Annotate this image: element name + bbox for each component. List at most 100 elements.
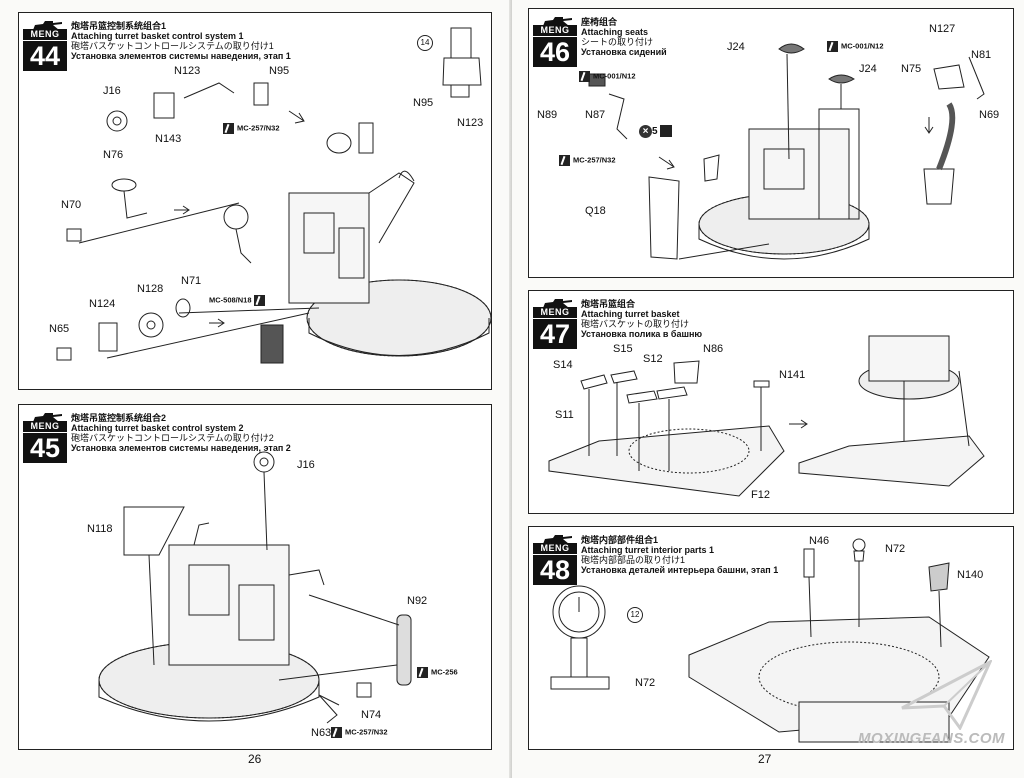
part-label: N70 xyxy=(61,199,82,211)
paint-code: MC-001/N12 xyxy=(841,41,884,51)
part-label: N141 xyxy=(779,369,806,381)
repeat-count: ×5 xyxy=(639,125,672,138)
part-label: S12 xyxy=(643,353,663,365)
part-label: N76 xyxy=(103,149,124,161)
paint-chip: MC-257/N32 xyxy=(559,155,616,166)
step-title: 炮塔内部部件组合1 Attaching turret interior part… xyxy=(581,535,778,575)
hand-icon xyxy=(659,125,672,138)
part-label: J24 xyxy=(859,63,877,75)
step-title: 炮塔吊篮组合 Attaching turret basket 砲塔バスケットの取… xyxy=(581,299,702,339)
part-label: N87 xyxy=(585,109,606,121)
step-44-badge: MENG 44 xyxy=(23,19,67,71)
title-jp: 砲塔バスケットコントロールシステムの取り付け1 xyxy=(71,41,274,51)
part-label: N127 xyxy=(929,23,956,35)
paint-code: MC-001/N12 xyxy=(593,71,636,81)
tank-icon xyxy=(33,413,62,422)
step-48: MENG 48 炮塔内部部件组合1 Attaching turret inter… xyxy=(528,526,1014,750)
title-jp: 砲塔バスケットの取り付け xyxy=(581,319,690,329)
step-45-badge: MENG 45 xyxy=(23,411,67,463)
title-jp: 砲塔内部部品の取り付け1 xyxy=(581,555,686,565)
part-label: S14 xyxy=(553,359,573,371)
part-label: N65 xyxy=(49,323,70,335)
part-label: N95 xyxy=(413,97,434,109)
multiply-icon: × xyxy=(639,125,652,138)
tank-icon xyxy=(33,21,62,30)
tank-icon xyxy=(543,535,572,544)
part-label: F12 xyxy=(751,489,770,501)
part-label: N72 xyxy=(635,677,656,689)
step-44-illustration xyxy=(56,27,491,364)
part-label: N74 xyxy=(361,709,382,721)
paint-icon xyxy=(559,155,570,166)
step-46-badge: MENG 46 xyxy=(533,15,577,67)
title-ru: Установка полика в башню xyxy=(581,329,703,339)
paint-icon xyxy=(223,123,234,134)
step-45: MENG 45 炮塔吊篮控制系统组合2 Attaching turret bas… xyxy=(18,404,492,750)
paint-code: MC-257/N32 xyxy=(345,727,388,737)
brand-logo: MENG xyxy=(533,25,577,36)
step-title: 炮塔吊篮控制系统组合1 Attaching turret basket cont… xyxy=(71,21,291,61)
part-label: N86 xyxy=(703,343,724,355)
title-cn: 炮塔吊篮控制系统组合1 xyxy=(71,21,167,31)
paint-chip: MC-257/N32 xyxy=(331,727,388,738)
paint-chip: MC-508/N18 xyxy=(209,295,268,306)
page-number: 26 xyxy=(248,752,262,766)
part-label: N89 xyxy=(537,109,558,121)
part-label: N69 xyxy=(979,109,1000,121)
title-jp: 砲塔バスケットコントロールシステムの取り付け2 xyxy=(71,433,274,443)
part-label: N124 xyxy=(89,298,116,310)
title-cn: 座椅组合 xyxy=(581,17,618,27)
brand-logo: MENG xyxy=(533,307,577,318)
paint-code: MC-508/N18 xyxy=(209,295,252,305)
title-ru: Установка сидений xyxy=(581,47,667,57)
title-en: Attaching seats xyxy=(581,27,649,37)
tank-icon xyxy=(543,299,572,308)
step-45-illustration xyxy=(98,451,412,724)
paint-chip: MC-001/N12 xyxy=(827,41,884,52)
part-label: N63 xyxy=(311,727,332,739)
step-title: 座椅组合 Attaching seats シートの取り付け Установка … xyxy=(581,17,667,57)
step-number: 48 xyxy=(533,555,577,585)
step-47-illustration xyxy=(548,335,985,497)
title-en: Attaching turret basket xyxy=(581,309,680,319)
title-ru: Установка элементов системы наведения, э… xyxy=(71,443,291,453)
part-label: N95 xyxy=(269,65,290,77)
part-label: J16 xyxy=(297,459,315,471)
paint-icon xyxy=(331,727,342,738)
step-47-badge: MENG 47 xyxy=(533,297,577,349)
part-label: N118 xyxy=(87,523,113,535)
step-title: 炮塔吊篮控制系统组合2 Attaching turret basket cont… xyxy=(71,413,291,453)
part-label: N72 xyxy=(885,543,906,555)
part-label: N123 xyxy=(457,117,484,129)
title-en: Attaching turret interior parts 1 xyxy=(581,545,715,555)
part-label: N140 xyxy=(957,569,984,581)
step-44: MENG 44 炮塔吊篮控制系统组合1 Attaching turret bas… xyxy=(18,12,492,390)
title-cn: 炮塔吊篮控制系统组合2 xyxy=(71,413,167,423)
step-number: 47 xyxy=(533,319,577,349)
paint-code: MC-257/N32 xyxy=(237,123,280,133)
part-label: J16 xyxy=(103,85,121,97)
title-jp: シートの取り付け xyxy=(581,37,654,47)
paint-chip: MC-001/N12 xyxy=(579,71,636,82)
part-label: N143 xyxy=(155,133,182,145)
watermark: MOXINGFANS.COM xyxy=(858,730,1006,747)
step-number: 46 xyxy=(533,37,577,67)
part-label: N123 xyxy=(174,65,201,77)
title-en: Attaching turret basket control system 2 xyxy=(71,423,244,433)
step-48-badge: MENG 48 xyxy=(533,533,577,585)
paint-chip: MC-256 xyxy=(417,667,458,678)
part-label: N75 xyxy=(901,63,922,75)
part-label: N46 xyxy=(809,535,830,547)
paint-icon xyxy=(827,41,838,52)
repeat-number: 5 xyxy=(652,126,658,137)
part-label: N71 xyxy=(181,275,202,287)
part-label: N81 xyxy=(971,49,992,61)
part-label: S15 xyxy=(613,343,633,355)
paint-chip: MC-257/N32 xyxy=(223,123,280,134)
brand-logo: MENG xyxy=(23,421,67,432)
page-left: MENG 44 炮塔吊篮控制系统组合1 Attaching turret bas… xyxy=(0,0,512,778)
step-number: 45 xyxy=(23,433,67,463)
paint-icon xyxy=(579,71,590,82)
tank-icon xyxy=(543,17,572,26)
step-47: MENG 47 炮塔吊篮组合 Attaching turret basket 砲… xyxy=(528,290,1014,514)
